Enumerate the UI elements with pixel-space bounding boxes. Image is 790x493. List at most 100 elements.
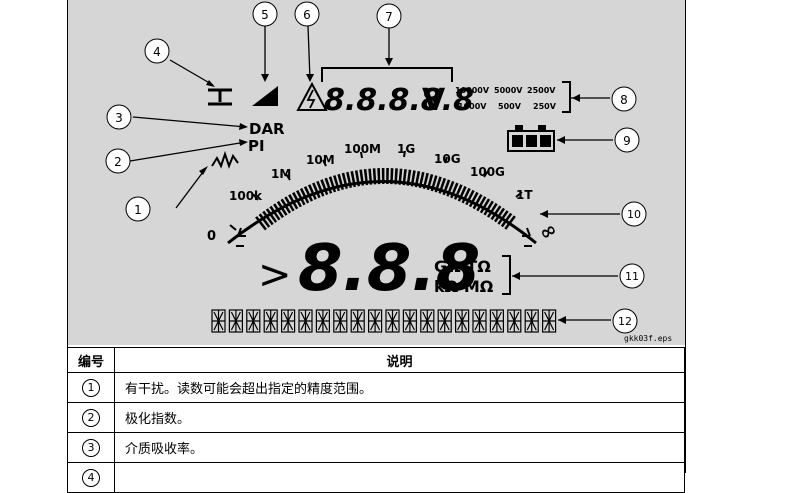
noise-icon bbox=[211, 150, 239, 169]
segment-cell bbox=[211, 309, 226, 333]
svg-text:6: 6 bbox=[303, 8, 311, 22]
voltage-500v: 500V bbox=[498, 102, 522, 111]
svg-text:10: 10 bbox=[627, 208, 641, 221]
svg-text:11: 11 bbox=[625, 270, 639, 283]
table-header-row: 编号 说明 bbox=[67, 347, 685, 373]
scale-label-100g: 100G bbox=[470, 165, 505, 179]
ramp-icon bbox=[252, 86, 278, 106]
table-row: 3 介质吸收率。 bbox=[67, 432, 685, 463]
bargraph-end-arrows bbox=[236, 227, 532, 247]
bracket-8 bbox=[562, 81, 571, 113]
bracket-11 bbox=[502, 255, 511, 295]
segment-cell bbox=[315, 309, 330, 333]
segment-cell bbox=[368, 309, 383, 333]
segment-cell bbox=[472, 309, 487, 333]
callout-5: 5 bbox=[252, 1, 278, 27]
segment-cell bbox=[281, 309, 296, 333]
voltage-1000v: 1000V bbox=[458, 102, 487, 111]
high-voltage-warning-icon bbox=[296, 81, 328, 111]
svg-text:9: 9 bbox=[623, 134, 631, 148]
row-number: 1 bbox=[82, 378, 100, 397]
svg-text:12: 12 bbox=[618, 315, 632, 328]
svg-text:1: 1 bbox=[134, 203, 142, 217]
leader-arrowheads bbox=[199, 58, 580, 324]
scale-label-100k: 100k bbox=[229, 189, 263, 203]
units-row2: kΩ MΩ bbox=[434, 277, 494, 296]
segment-cell bbox=[437, 309, 452, 333]
bargraph-segments bbox=[255, 168, 517, 231]
callout-4: 4 bbox=[144, 38, 170, 64]
main-prefix: > bbox=[258, 252, 292, 298]
svg-text:5: 5 bbox=[261, 8, 269, 22]
callout-10: 10 bbox=[621, 201, 647, 227]
voltage-250v: 250V bbox=[533, 102, 557, 111]
callout-7: 7 bbox=[376, 3, 402, 29]
top-digits: 8.8.8.8.8 bbox=[324, 83, 474, 118]
row-number: 4 bbox=[82, 468, 100, 487]
header-description: 说明 bbox=[114, 347, 685, 373]
segment-cell bbox=[489, 309, 504, 333]
alphanumeric-segment-row bbox=[211, 309, 557, 333]
lcd-diagram: 8.8.8.8.8 V 10000V 5000V 2500V 1000V 500… bbox=[68, 0, 685, 345]
scale-label-100m: 100M bbox=[344, 142, 381, 156]
segment-cell bbox=[246, 309, 261, 333]
battery-icon bbox=[507, 125, 555, 152]
row-number: 2 bbox=[82, 408, 100, 427]
row-description bbox=[114, 462, 685, 493]
bracket-7 bbox=[321, 67, 453, 82]
segment-cell bbox=[350, 309, 365, 333]
segment-cell bbox=[228, 309, 243, 333]
callout-2: 2 bbox=[105, 148, 131, 174]
segment-cell bbox=[420, 309, 435, 333]
segment-cell bbox=[455, 309, 470, 333]
callout-6: 6 bbox=[294, 1, 320, 27]
scale-label-1m: 1M bbox=[271, 167, 291, 181]
table-row: 4 bbox=[67, 462, 685, 493]
scale-label-10g: 10G bbox=[434, 152, 461, 166]
row-number: 3 bbox=[82, 438, 100, 457]
dar-label: DAR bbox=[249, 120, 285, 138]
segment-cell bbox=[333, 309, 348, 333]
figure: 8.8.8.8.8 V 10000V 5000V 2500V 1000V 500… bbox=[67, 0, 686, 493]
frame-right-border bbox=[685, 0, 686, 473]
callout-3: 3 bbox=[106, 104, 132, 130]
bargraph-tick-marks bbox=[229, 150, 523, 231]
voltage-2500v: 2500V bbox=[527, 86, 556, 95]
legend-table: 编号 说明 1 有干扰。读数可能会超出指定的精度范围。 2 极化指数。 3 介质… bbox=[67, 347, 685, 493]
table-row: 2 极化指数。 bbox=[67, 402, 685, 433]
units-row1: GΩ TΩ bbox=[434, 257, 491, 276]
segment-cell bbox=[402, 309, 417, 333]
pi-label: PI bbox=[248, 137, 265, 155]
voltage-5000v: 5000V bbox=[494, 86, 523, 95]
svg-text:8: 8 bbox=[620, 93, 628, 107]
svg-text:7: 7 bbox=[385, 10, 393, 24]
scale-label-1t: 1T bbox=[516, 188, 533, 202]
svg-text:4: 4 bbox=[153, 45, 161, 59]
scale-label-1g: 1G bbox=[397, 142, 415, 156]
frame-left-border bbox=[67, 0, 68, 473]
segment-cell bbox=[263, 309, 278, 333]
leader-lines bbox=[129, 25, 620, 321]
main-digits: 8.8.8 bbox=[298, 232, 480, 306]
row-description: 极化指数。 bbox=[114, 402, 685, 433]
file-tag: gkk03f.eps bbox=[624, 334, 673, 343]
callout-12: 12 bbox=[612, 308, 638, 334]
segment-cell bbox=[524, 309, 539, 333]
row-description: 有干扰。读数可能会超出指定的精度范围。 bbox=[114, 372, 685, 403]
callout-1: 1 bbox=[125, 196, 151, 222]
segment-cell bbox=[298, 309, 313, 333]
segment-cell bbox=[507, 309, 522, 333]
table-row: 1 有干扰。读数可能会超出指定的精度范围。 bbox=[67, 372, 685, 403]
callout-9: 9 bbox=[614, 127, 640, 153]
segment-cell bbox=[385, 309, 400, 333]
scale-label-10m: 10M bbox=[306, 153, 335, 167]
lcd-panel bbox=[68, 0, 685, 345]
segment-cell bbox=[541, 309, 557, 333]
scale-label-0: 0 bbox=[207, 229, 216, 244]
svg-text:3: 3 bbox=[115, 111, 123, 125]
voltage-10000v: 10000V bbox=[455, 86, 490, 95]
callout-11: 11 bbox=[619, 263, 645, 289]
callout-8: 8 bbox=[611, 86, 637, 112]
svg-text:2: 2 bbox=[114, 155, 122, 169]
lightning-bar-icon bbox=[208, 88, 232, 106]
